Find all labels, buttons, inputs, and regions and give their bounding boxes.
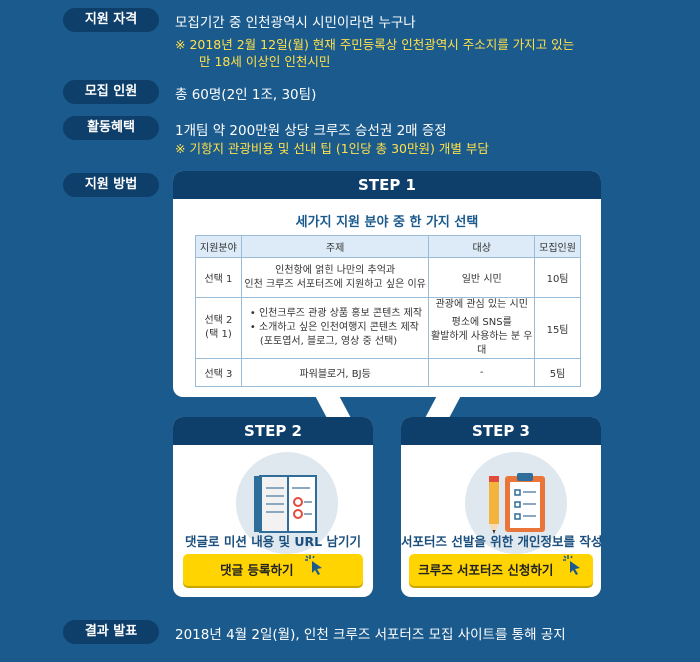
- cursor-click-icon: [562, 554, 584, 588]
- th-field: 지원분야: [195, 235, 242, 258]
- step1-subtitle: 세가지 지원 분야 중 한 가지 선택: [295, 215, 479, 230]
- cell-topic: 인천항에 얽힌 나만의 추억과 인천 크루즈 서포터즈에 지원하고 싶은 이유: [240, 257, 430, 298]
- step2-title: STEP 2: [173, 417, 373, 445]
- eligibility-text: 모집기간 중 인천광역시 시민이라면 누구나: [175, 15, 416, 31]
- label-result: 결과 발표: [63, 620, 159, 644]
- benefits-note: ※ 기항지 관광비용 및 선내 팁 (1인당 총 30만원) 개별 부담: [175, 141, 489, 156]
- step1-panel: STEP 1 세가지 지원 분야 중 한 가지 선택 지원분야 주제 대상 모집…: [173, 171, 601, 397]
- target-line: 활발하게 사용하는 분 우대: [430, 331, 533, 356]
- register-comment-button[interactable]: 댓글 등록하기: [183, 554, 363, 586]
- target-line: 관광에 관심 있는 시민: [435, 299, 528, 310]
- table-row: 선택 1 인천항에 얽힌 나만의 추억과 인천 크루즈 서포터즈에 지원하고 싶…: [195, 257, 581, 298]
- cell-target: 일반 시민: [428, 257, 536, 298]
- table-header-row: 지원분야 주제 대상 모집인원: [195, 235, 581, 258]
- step1-table: 지원분야 주제 대상 모집인원 선택 1 인천항에 얽힌 나만의 추억과 인천 …: [195, 235, 581, 387]
- table-row: 선택 3 파워블로거, BJ등 - 5팀: [195, 358, 581, 387]
- register-comment-button-label: 댓글 등록하기: [220, 562, 294, 578]
- cell-count: 5팀: [534, 358, 581, 387]
- cell-target: -: [428, 358, 536, 387]
- cell-count: 15팀: [534, 297, 581, 359]
- field-line: (택 1): [205, 329, 232, 340]
- result-text: 2018년 4월 2일(월), 인천 크루즈 서포터즈 모집 사이트를 통해 공…: [175, 627, 566, 643]
- field-line: 선택 2: [204, 315, 233, 326]
- th-target: 대상: [428, 235, 536, 258]
- cell-field: 선택 2 (택 1): [195, 297, 242, 359]
- cursor-click-icon: [304, 554, 326, 588]
- th-count: 모집인원: [534, 235, 581, 258]
- cell-field: 선택 1: [195, 257, 242, 298]
- apply-supporters-button[interactable]: 크루즈 서포터즈 신청하기: [409, 554, 593, 586]
- label-recruit: 모집 인원: [63, 80, 159, 104]
- apply-supporters-button-label: 크루즈 서포터즈 신청하기: [418, 562, 554, 578]
- label-method: 지원 방법: [63, 173, 159, 197]
- label-benefits: 활동혜택: [63, 116, 159, 140]
- recruit-text: 총 60명(2인 1조, 30팀): [175, 87, 317, 103]
- step3-caption: 서포터즈 선발을 위한 개인정보를 작성: [401, 534, 603, 549]
- topic-line: 인천 크루즈 서포터즈에 지원하고 싶은 이유: [244, 278, 426, 290]
- cell-topic: • 인천크루즈 관광 상품 홍보 콘텐츠 제작 • 소개하고 싶은 인천여행지 …: [240, 297, 430, 359]
- topic-line: 인천항에 얽힌 나만의 추억과: [275, 264, 396, 276]
- th-topic: 주제: [240, 235, 430, 258]
- topic-bullet: • 인천크루즈 관광 상품 홍보 콘텐츠 제작: [249, 308, 423, 319]
- step1-title: STEP 1: [173, 171, 601, 199]
- clipboard-pencil-icon: [465, 452, 567, 554]
- step2-caption: 댓글로 미션 내용 및 URL 남기기: [184, 534, 361, 549]
- label-eligibility: 지원 자격: [63, 8, 159, 32]
- topic-bullet: • 소개하고 싶은 인천여행지 콘텐츠 제작: [249, 322, 419, 333]
- step3-title: STEP 3: [401, 417, 601, 445]
- cell-count: 10팀: [534, 257, 581, 298]
- target-line: 평소에 SNS를: [451, 317, 512, 328]
- eligibility-note-line2: 만 18세 이상인 인천시민: [199, 54, 331, 69]
- eligibility-note-line1: ※ 2018년 2월 12일(월) 현재 주민등록상 인천광역시 주소지를 가지…: [175, 37, 575, 52]
- cell-topic: 파워블로거, BJ등: [240, 358, 430, 387]
- benefits-text: 1개팀 약 200만원 상당 크루즈 승선권 2매 증정: [175, 123, 447, 139]
- table-row: 선택 2 (택 1) • 인천크루즈 관광 상품 홍보 콘텐츠 제작 • 소개하…: [195, 297, 581, 359]
- cell-target: 관광에 관심 있는 시민 평소에 SNS를 활발하게 사용하는 분 우대: [428, 297, 536, 359]
- topic-bullet: (포토엽서, 블로그, 영상 중 선택): [259, 336, 398, 347]
- cell-field: 선택 3: [195, 358, 242, 387]
- notebook-icon: [236, 452, 338, 554]
